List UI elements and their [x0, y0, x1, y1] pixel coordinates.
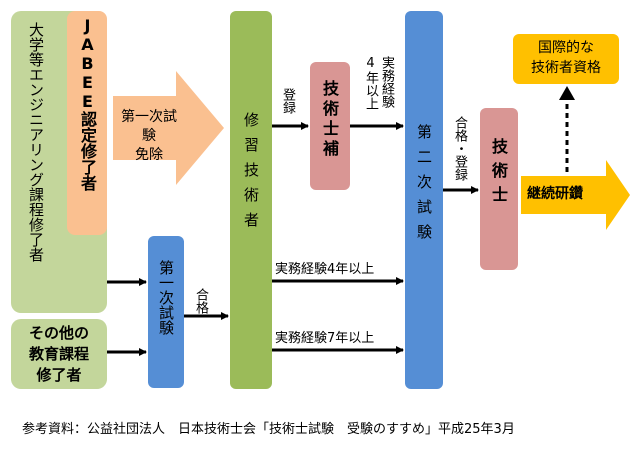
gishiho-box	[310, 62, 350, 190]
shuushuu-gijutsusha-box	[230, 11, 272, 389]
pass-register-label: 合格・登録	[452, 116, 467, 181]
international-qualification-label: 国際的な 技術者資格	[531, 40, 601, 76]
keizoku-label: 継続研鑽	[527, 186, 583, 202]
exp4-label: 実務経験4年以上	[275, 262, 375, 277]
gishi-box	[480, 108, 518, 270]
dotted-up-arrowhead	[559, 86, 575, 100]
source-citation: 参考資料：公益社団法人 日本技術士会「技術士試験 受験のすすめ」平成25年3月	[22, 422, 515, 437]
exp7-label: 実務経験7年以上	[275, 331, 375, 346]
second-exam-box	[405, 11, 443, 389]
first-exam-box	[148, 236, 184, 388]
university-course-label: 大学等エンジニアリング課程修了者	[27, 22, 45, 262]
exp4-vertical-b: 4年以上	[363, 56, 378, 110]
international-qualification-box	[513, 34, 619, 84]
keizoku-arrow	[521, 160, 630, 230]
pass-label-first: 合格	[193, 288, 208, 314]
second-exam-label: 第二次試験	[415, 124, 433, 249]
gishiho-label: 技術士補	[320, 80, 339, 160]
shuushuu-gijutsusha-label: 修習技術者	[242, 112, 260, 237]
exp4-vertical-a: 実務経験	[379, 56, 394, 108]
exemption-arrow	[113, 71, 224, 185]
jabee-box	[67, 11, 107, 235]
first-exam-label: 第一次試験	[157, 260, 175, 335]
register-label: 登録	[280, 88, 295, 114]
jabee-label: JABEE認定修了者	[78, 16, 97, 191]
gishi-label: 技術士	[489, 138, 508, 210]
other-education-box	[11, 319, 107, 389]
other-education-label: その他の 教育課程 修了者	[28, 324, 89, 384]
exemption-label: 第一次試験 免除	[121, 109, 177, 163]
